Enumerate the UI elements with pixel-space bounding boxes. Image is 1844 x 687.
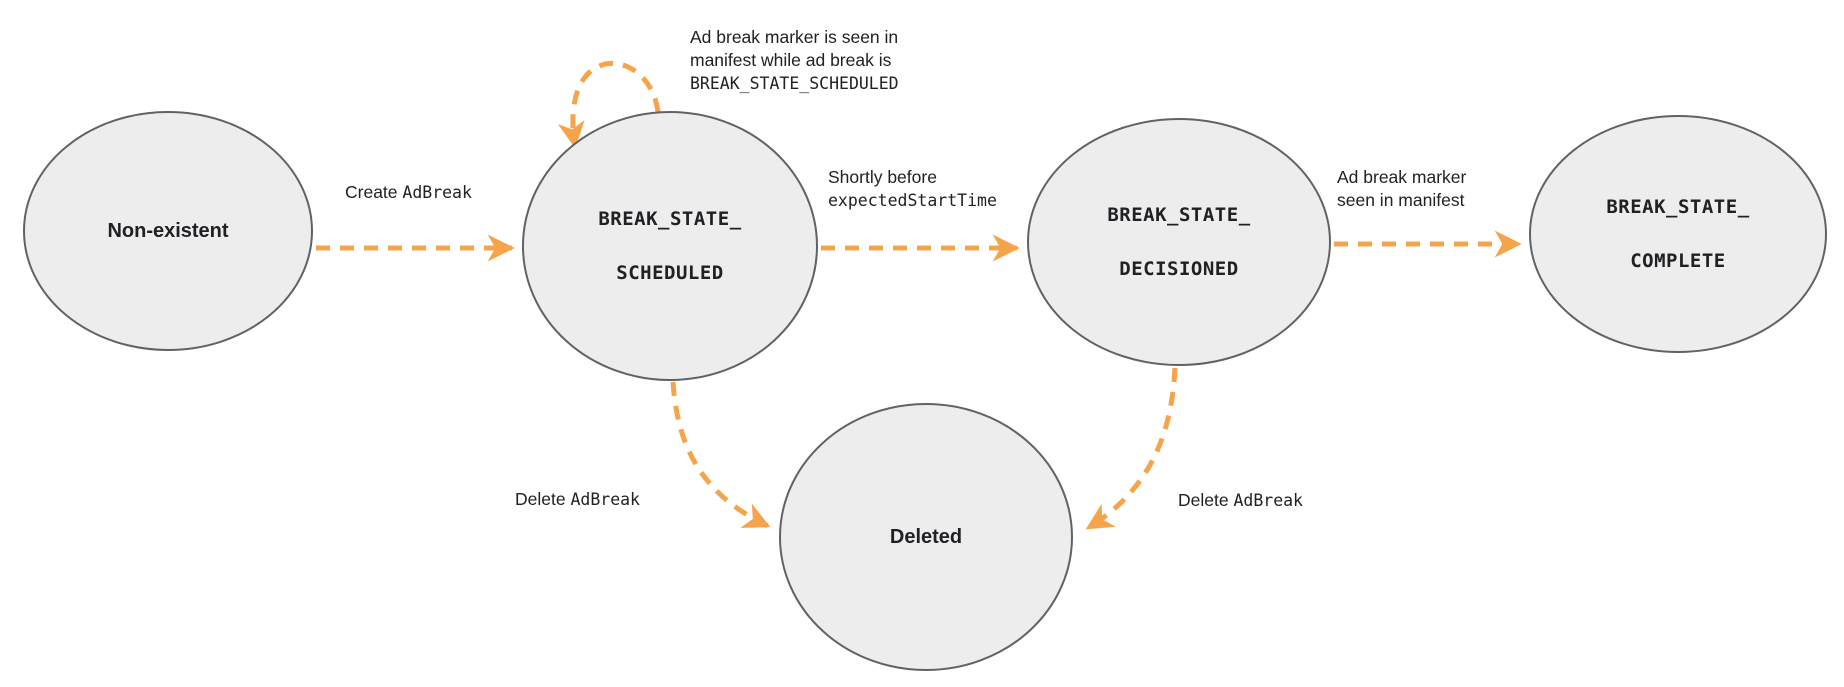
edge-create-label: Create AdBreak (345, 182, 472, 202)
edge-self-loop-label: Ad break marker is seen in manifest whil… (690, 27, 899, 93)
state-scheduled-circle (522, 111, 818, 381)
edge-delete-from-scheduled-arrow (670, 381, 771, 529)
state-deleted-circle (779, 403, 1073, 671)
state-complete-label: BREAK_STATE_ COMPLETE (1606, 195, 1750, 272)
state-non-existent-circle (23, 111, 313, 351)
state-scheduled-label: BREAK_STATE_ SCHEDULED (598, 207, 742, 284)
state-decisioned-label: BREAK_STATE_ DECISIONED (1107, 203, 1251, 280)
edge-to-complete-label: Ad break marker seen in manifest (1337, 167, 1467, 210)
edge-self-loop-arrow (557, 60, 661, 149)
edge-delete-from-scheduled-label: Delete AdBreak (515, 489, 640, 509)
state-complete-circle (1529, 115, 1827, 353)
state-deleted-label: Deleted (889, 525, 963, 548)
edge-delete-from-decisioned-label: Delete AdBreak (1178, 490, 1303, 510)
state-decisioned-circle (1027, 118, 1331, 366)
state-non-existent-label: Non-existent (107, 219, 229, 242)
edge-to-decisioned-label: Shortly before expectedStartTime (828, 167, 997, 210)
edge-delete-from-decisioned-arrow (1085, 367, 1178, 531)
